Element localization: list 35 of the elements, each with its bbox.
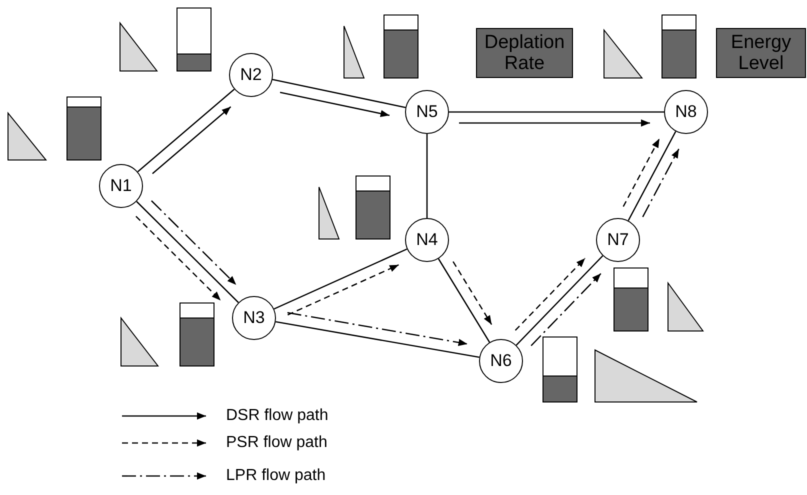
flow-arrow <box>642 148 680 218</box>
link-line <box>276 321 480 358</box>
legend-key-box: Energy Level <box>716 28 806 78</box>
flow-arrow <box>136 216 222 301</box>
flow-arrow <box>530 273 602 346</box>
link-line <box>628 131 676 221</box>
link-line <box>516 255 604 346</box>
link-line <box>426 134 428 218</box>
network-node: N7 <box>596 218 640 262</box>
link-line <box>136 201 239 303</box>
flow-arrow <box>287 312 468 346</box>
flow-arrow <box>152 106 232 174</box>
network-node: N6 <box>479 339 523 383</box>
network-node: N1 <box>99 164 143 208</box>
flow-arrow <box>459 119 650 127</box>
link-line <box>272 78 406 108</box>
flow-arrow <box>280 92 390 118</box>
flow-arrow <box>151 200 237 286</box>
flow-arrow <box>287 264 399 316</box>
legend-text: PSR flow path <box>226 434 328 452</box>
legend-text: LPR flow path <box>226 467 326 485</box>
network-node: N8 <box>664 90 708 134</box>
link-line <box>137 88 235 172</box>
legend-key-box: Deplation Rate <box>476 28 573 78</box>
flow-arrow <box>452 261 492 325</box>
network-node: N5 <box>405 90 449 134</box>
legend-text: DSR flow path <box>226 407 328 425</box>
network-node: N4 <box>405 218 449 262</box>
link-line <box>438 258 490 343</box>
flow-arrow <box>514 258 586 331</box>
flow-arrow <box>622 138 660 207</box>
link-line <box>274 248 408 310</box>
link-line <box>449 111 664 113</box>
network-node: N2 <box>229 53 273 97</box>
network-node: N3 <box>232 296 276 340</box>
